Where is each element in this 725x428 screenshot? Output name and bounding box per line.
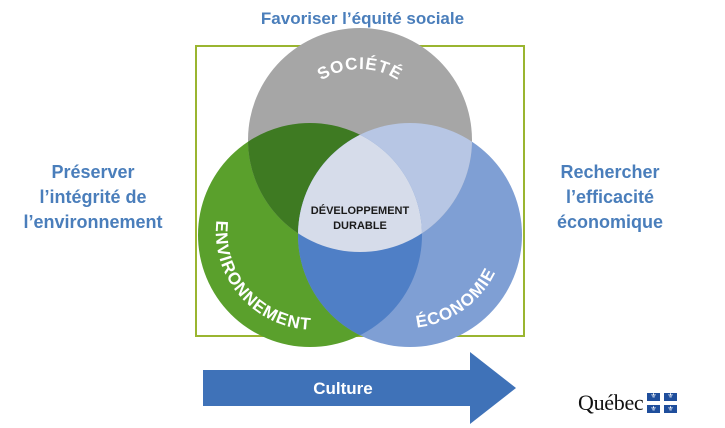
culture-arrow — [203, 352, 516, 424]
left-goal-line: l’intégrité de — [39, 187, 147, 207]
left-goal-line: Préserver — [51, 162, 135, 182]
left-goal-label: Préserver l’intégrité de l’environnement — [8, 160, 178, 235]
right-goal-line: économique — [556, 212, 663, 232]
center-label-line2: DURABLE — [333, 220, 387, 232]
culture-label: Culture — [313, 379, 373, 398]
quebec-wordmark: Québec — [578, 390, 644, 415]
left-goal-line: l’environnement — [23, 212, 163, 232]
quebec-flag-icon: ⚜ ⚜ ⚜ ⚜ — [647, 393, 678, 413]
quebec-logo: Québec ⚜ ⚜ ⚜ ⚜ — [578, 390, 678, 416]
right-goal-line: Rechercher — [560, 162, 660, 182]
right-goal-line: l’efficacité — [565, 187, 655, 207]
right-goal-label: Rechercher l’efficacité économique — [535, 160, 685, 235]
center-label-line1: DÉVELOPPEMENT — [311, 204, 410, 217]
top-goal-label: Favoriser l’équité sociale — [260, 9, 465, 28]
